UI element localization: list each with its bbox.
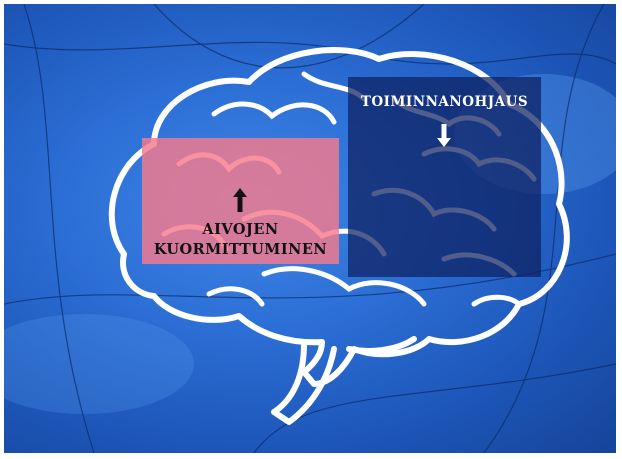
brain-load-panel: AIVOJEN KUORMITTUMINEN <box>142 138 339 264</box>
brain-load-label-line1: AIVOJEN <box>202 221 278 238</box>
up-arrow-icon <box>232 186 248 214</box>
down-arrow-icon <box>436 123 452 149</box>
brain-load-label-line2: KUORMITTUMINEN <box>154 241 327 258</box>
executive-function-label: TOIMINNANOHJAUS <box>348 94 541 110</box>
brain-load-label: AIVOJEN KUORMITTUMINEN <box>142 220 339 260</box>
light-blob <box>4 314 194 414</box>
brain-illustration: AIVOJEN KUORMITTUMINEN TOIMINNANOHJAUS <box>4 4 616 453</box>
executive-function-panel: TOIMINNANOHJAUS <box>348 77 541 277</box>
